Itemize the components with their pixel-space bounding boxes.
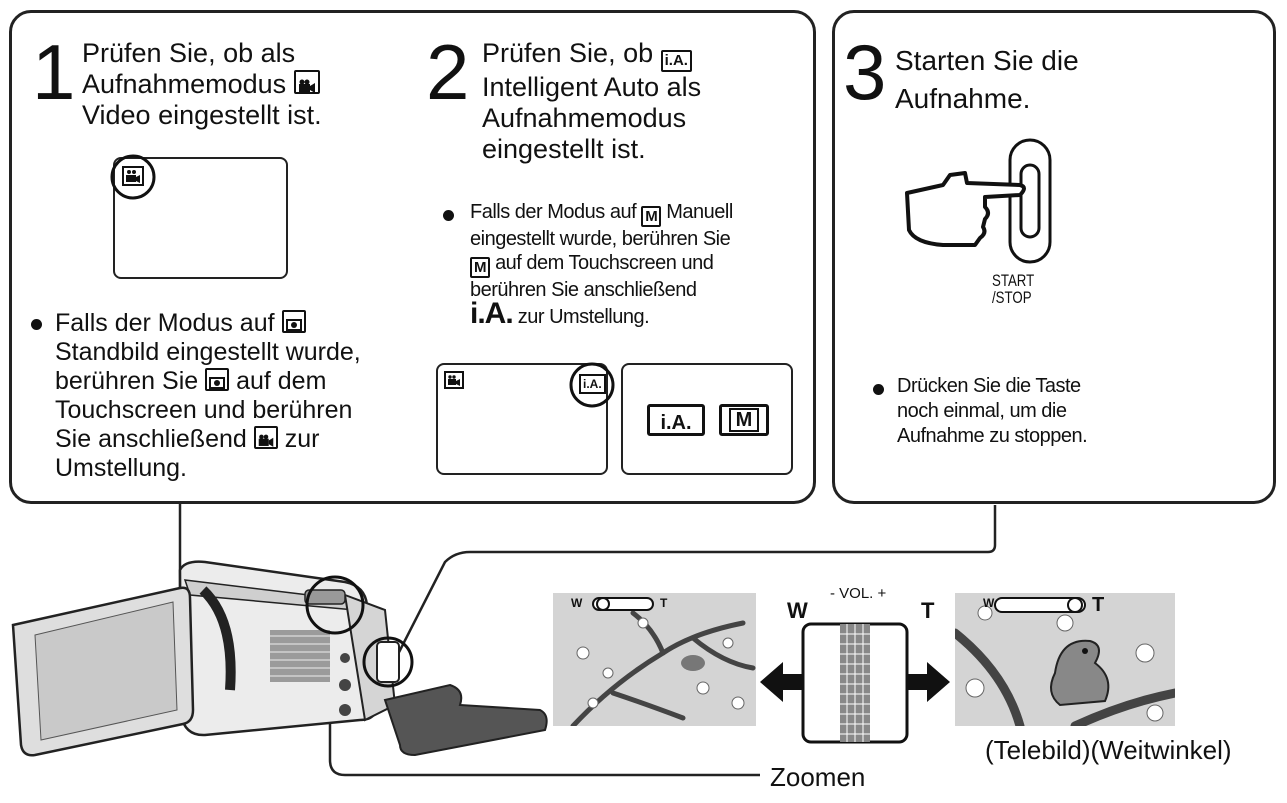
intelligent-auto-icon: i.A.: [660, 50, 692, 72]
step-1-number: 1: [32, 28, 76, 116]
step-2-number: 2: [426, 28, 470, 116]
zoom-t-label: T: [921, 598, 935, 623]
intelligent-auto-icon: i.A.: [579, 374, 606, 394]
bullet-dot: [31, 319, 42, 330]
zoom-caption: Zoomen: [770, 762, 866, 792]
highlight-circle: [110, 154, 156, 200]
video-mode-icon: [293, 70, 320, 94]
lcd-screen-video-mode: [113, 157, 288, 279]
zoom-direction-labels: (Telebild)(Weitwinkel): [985, 735, 1232, 765]
step-1-bullet: Falls der Modus auf Standbild eingestell…: [55, 309, 361, 482]
tele-scene-w-label: W: [983, 596, 995, 610]
step-2-title: Prüfen Sie, ob i.A. Intelligent Auto als…: [482, 38, 702, 164]
camcorder-illustration: [11, 560, 548, 757]
ia-mode-button[interactable]: i.A.: [647, 404, 705, 436]
wide-scene-image: [553, 593, 756, 726]
start-stop-label: START /STOP: [992, 271, 1035, 307]
start-stop-illustration: [905, 138, 1052, 264]
bullet-dot: [443, 210, 454, 221]
video-mode-icon: [253, 426, 278, 449]
zoom-w-label: W: [787, 598, 808, 623]
vol-label: - VOL. +: [830, 585, 887, 602]
step-1-title: Prüfen Sie, ob als Aufnahmemodus Video e…: [82, 38, 322, 130]
wide-scene-w-label: W: [571, 596, 583, 610]
still-mode-icon: [205, 368, 230, 391]
step-3-number: 3: [843, 28, 887, 116]
manual-mode-icon: M: [470, 257, 490, 278]
wide-scene-t-label: T: [660, 596, 668, 610]
step-3-bullet: Drücken Sie die Taste noch einmal, um di…: [897, 375, 1088, 447]
video-mode-icon: [444, 371, 464, 389]
arrow-left-icon: [760, 662, 803, 702]
tele-scene-t-label: T: [1092, 594, 1105, 616]
lcd-screen-ia-mode: [436, 363, 608, 475]
manual-mode-button[interactable]: M: [719, 404, 769, 436]
bullet-dot: [873, 384, 884, 395]
zoom-lever[interactable]: [755, 610, 955, 750]
step-3-panel: [832, 10, 1276, 504]
ia-label: i.A.: [470, 297, 514, 330]
hand-pointer-icon: [905, 171, 1026, 247]
highlight-circle: [569, 362, 615, 408]
tele-scene-image: [955, 593, 1175, 726]
arrow-right-icon: [907, 662, 950, 702]
step-2-bullet: Falls der Modus auf M Manuell eingestell…: [470, 201, 733, 330]
still-mode-icon: [281, 310, 306, 333]
manual-mode-icon: M: [641, 206, 662, 227]
step-3-title: Starten Sie die Aufnahme.: [895, 45, 1079, 114]
